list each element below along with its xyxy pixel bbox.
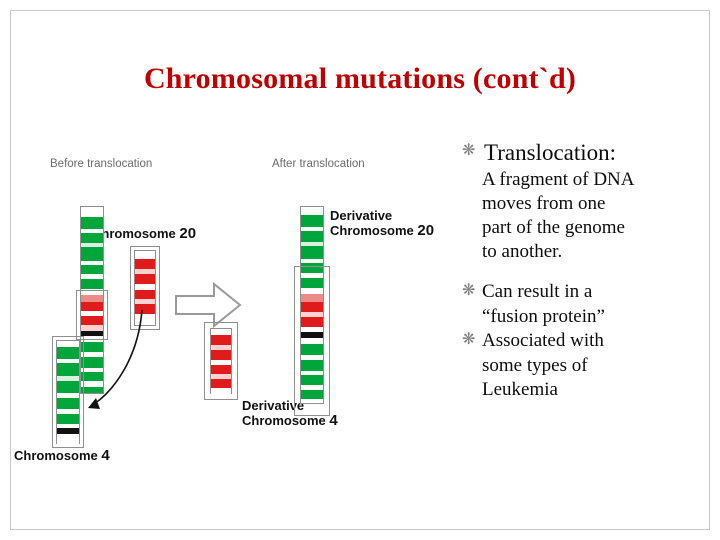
caption-chromosome-4-number: 4 bbox=[101, 447, 110, 464]
bullet-leukemia: ❋ Associated with bbox=[462, 329, 702, 353]
bullet-fusion-protein: ❋ Can result in a bbox=[462, 280, 702, 304]
bullet-fusion-protein-line1: Can result in a bbox=[482, 281, 593, 302]
caption-derivative-20-name: Chromosome bbox=[330, 223, 414, 238]
derivative-chromosome-20 bbox=[300, 206, 324, 404]
chromosome-20-before bbox=[80, 206, 104, 394]
bullet-translocation-lead: Translocation bbox=[484, 140, 610, 165]
derivative-chromosome-4-box bbox=[204, 322, 238, 400]
page-title: Chromosomal mutations (cont`d) bbox=[143, 62, 577, 95]
translocation-figure: Before translocation After translocation… bbox=[14, 150, 464, 490]
caption-chromosome-20-number: 20 bbox=[179, 225, 197, 242]
bullet-fusion-protein-line2: “fusion protein” bbox=[482, 306, 605, 327]
label-before-translocation: Before translocation bbox=[50, 158, 153, 170]
chromosome-20-fragment bbox=[134, 250, 156, 326]
caption-chromosome-20-name: Chromosome bbox=[92, 226, 176, 241]
bullet-leukemia-line3: Leukemia bbox=[482, 379, 558, 400]
derivative-chromosome-4 bbox=[210, 328, 232, 395]
caption-derivative-4-number: 4 bbox=[329, 412, 338, 429]
caption-derivative-20-number: 20 bbox=[417, 222, 435, 239]
caption-derivative-chromosome-20: Derivative Chromosome 20 bbox=[330, 208, 434, 238]
bullet-leukemia-line1: Associated with bbox=[482, 330, 604, 351]
chromosome-20-breakpoint-box bbox=[76, 290, 108, 340]
caption-derivative-20-line1: Derivative bbox=[330, 208, 393, 223]
chromosome-20-fragment-box bbox=[130, 246, 160, 330]
derivative-chromosome-20-box bbox=[294, 266, 330, 416]
bullet-translocation-colon: : bbox=[609, 140, 617, 165]
caption-chromosome-4-name: Chromosome bbox=[14, 448, 98, 463]
bullet-translocation-line3: part of the genome bbox=[482, 217, 625, 238]
bullet-leukemia-line2: some types of bbox=[482, 355, 588, 376]
bullet-marker-icon: ❋ bbox=[462, 331, 476, 348]
transform-arrow-icon bbox=[175, 281, 242, 329]
content-text-column: ❋ Translocation: A fragment of DNA moves… bbox=[462, 140, 702, 402]
chromosome-4-before bbox=[56, 340, 80, 445]
translocation-arrow-curved bbox=[88, 309, 143, 409]
bullet-translocation-line4: to another. bbox=[482, 241, 563, 262]
caption-chromosome-20: Chromosome 20 bbox=[92, 226, 196, 241]
caption-chromosome-4: Chromosome 4 bbox=[14, 448, 110, 463]
bullet-translocation-line1: A fragment of DNA bbox=[482, 169, 635, 190]
chromosome-4-box bbox=[52, 336, 84, 448]
label-after-translocation: After translocation bbox=[272, 158, 365, 170]
caption-derivative-4-line1: Derivative bbox=[242, 398, 305, 413]
caption-derivative-chromosome-4: Derivative Chromosome 4 bbox=[242, 398, 338, 428]
bullet-translocation: ❋ Translocation: bbox=[462, 140, 702, 166]
bullet-translocation-line2: moves from one bbox=[482, 193, 606, 214]
bullet-marker-icon: ❋ bbox=[462, 142, 476, 159]
text-gap bbox=[462, 264, 702, 280]
caption-derivative-4-name: Chromosome bbox=[242, 413, 326, 428]
bullet-marker-icon: ❋ bbox=[462, 282, 476, 299]
